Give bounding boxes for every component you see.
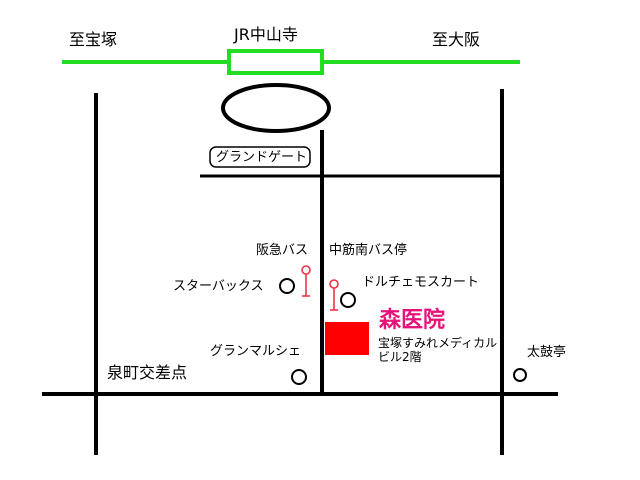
clinic-building-line1: 宝塚すみれメディカル [378, 336, 498, 350]
hankyu-bus-label: 阪急バス [256, 243, 309, 258]
west-direction-label: 至宝塚 [69, 30, 118, 49]
station-box [227, 49, 324, 75]
bus-stop-icon-nakasuji [329, 279, 339, 311]
station-label: JR中山寺 [234, 25, 298, 44]
dolce-marker-icon [340, 292, 356, 308]
grand-gate-box [209, 146, 311, 168]
east-direction-label: 至大阪 [432, 30, 481, 49]
clinic-name: 森医院 [379, 310, 445, 332]
bus-stop-label: 中筋南バス停 [329, 243, 408, 258]
gran-marche-label: グランマルシェ [210, 344, 302, 359]
starbucks-label: スターバックス [173, 279, 264, 294]
taikotei-label: 太鼓亭 [527, 345, 567, 360]
clinic-name-text: 森医院 [379, 308, 446, 333]
roundabout [221, 83, 331, 133]
bus-stop-icon-hankyu [301, 265, 311, 297]
dolce-label: ドルチェモスカート [362, 275, 480, 290]
taikotei-marker-icon [513, 368, 527, 382]
starbucks-marker-icon [279, 278, 295, 294]
gran-marche-marker-icon [291, 369, 307, 385]
clinic-marker [325, 322, 369, 355]
clinic-building-line2: ビル2階 [378, 350, 422, 364]
grand-gate-label: グランドゲート [216, 150, 308, 165]
izumi-cho-intersection-label: 泉町交差点 [107, 363, 188, 382]
